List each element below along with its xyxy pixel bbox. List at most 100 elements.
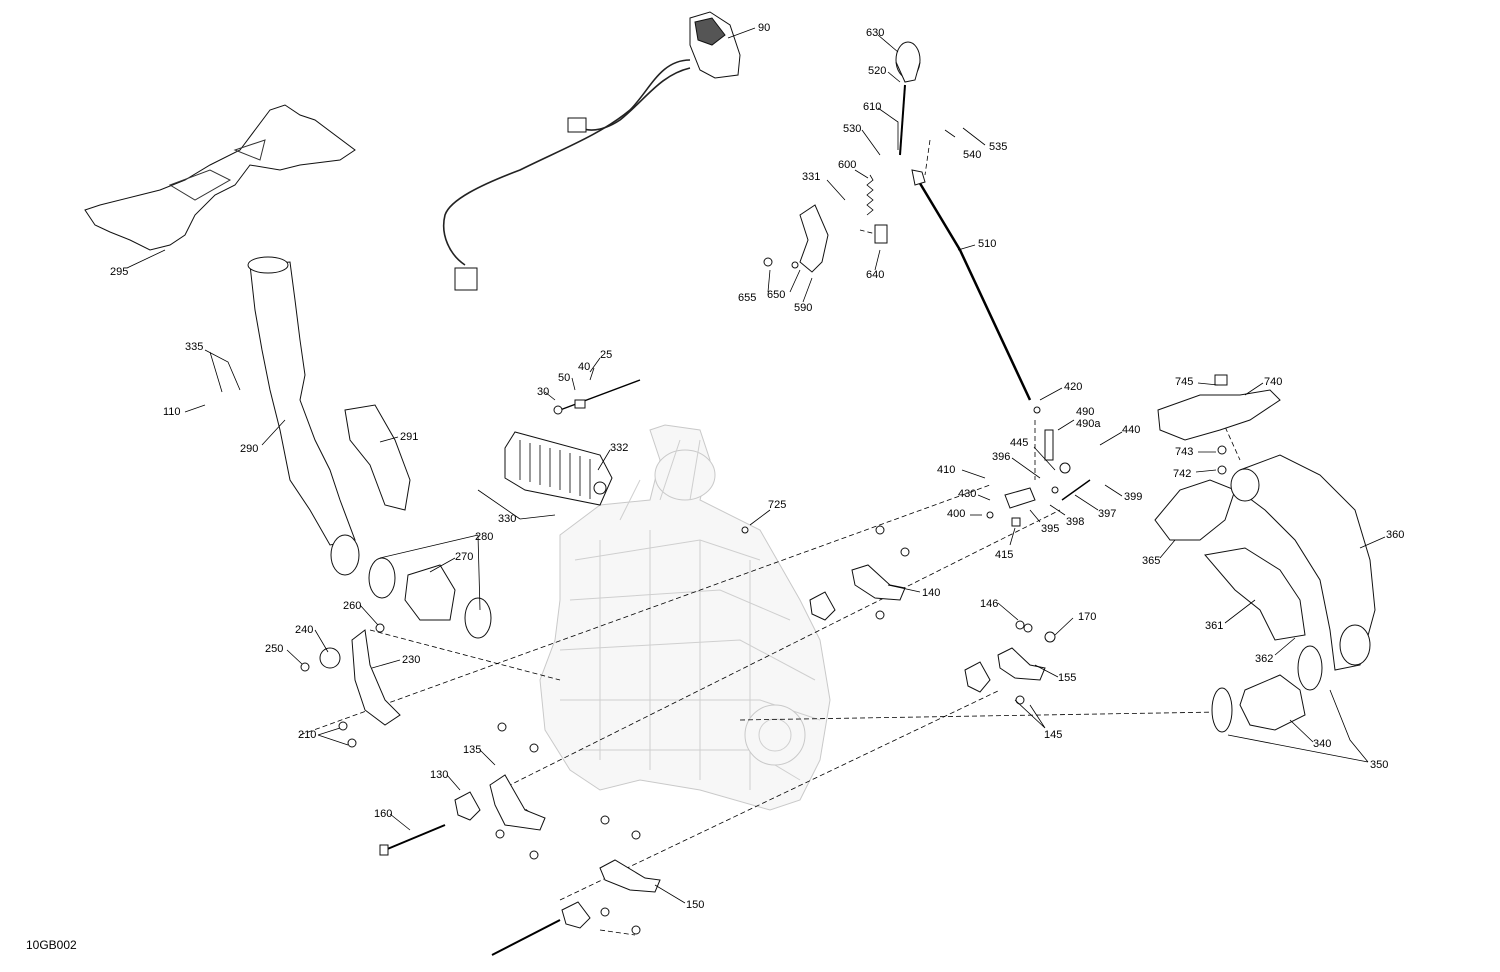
clamp-350b <box>1297 645 1323 691</box>
callout-490: 490 <box>1076 406 1094 418</box>
callout-155: 155 <box>1058 672 1076 684</box>
callout-410: 410 <box>937 464 955 476</box>
intake-duct-360 <box>1239 454 1376 671</box>
callout-365: 365 <box>1142 555 1160 567</box>
callout-110: 110 <box>163 406 181 418</box>
callout-130: 130 <box>430 769 448 781</box>
callout-145: 145 <box>1044 729 1062 741</box>
callout-610: 610 <box>863 101 881 113</box>
callout-630: 630 <box>866 27 884 39</box>
shift-bracket <box>799 204 829 273</box>
callout-340: 340 <box>1313 738 1331 750</box>
callout-150: 150 <box>686 899 704 911</box>
callout-250: 250 <box>265 643 283 655</box>
engine-mount-bracket-155 <box>997 647 1046 681</box>
callout-50: 50 <box>558 372 570 384</box>
clamp-350a <box>1211 687 1233 733</box>
callout-90: 90 <box>758 22 770 34</box>
callout-170: 170 <box>1078 611 1096 623</box>
callout-361: 361 <box>1205 620 1223 632</box>
wiring-harness <box>443 59 691 266</box>
callout-745: 745 <box>1175 376 1193 388</box>
callout-400: 400 <box>947 508 965 520</box>
callout-135: 135 <box>463 744 481 756</box>
mount-bolt-160 <box>384 824 446 851</box>
callout-725: 725 <box>768 499 786 511</box>
callout-350: 350 <box>1370 759 1388 771</box>
callout-655: 655 <box>738 292 756 304</box>
callout-395: 395 <box>1041 523 1059 535</box>
intake-duct-361 <box>1204 547 1306 641</box>
callout-398: 398 <box>1066 516 1084 528</box>
callout-270: 270 <box>455 551 473 563</box>
engine-mount-bracket-140 <box>851 564 906 601</box>
callout-290: 290 <box>240 443 258 455</box>
callout-295: 295 <box>110 266 128 278</box>
harness-plug <box>454 267 478 291</box>
callout-520: 520 <box>868 65 886 77</box>
leader-lines <box>126 27 1386 904</box>
shift-rod <box>916 179 1032 401</box>
intake-bracket-740 <box>1157 389 1281 441</box>
callout-743: 743 <box>1175 446 1193 458</box>
callout-40: 40 <box>578 361 590 373</box>
coupler-340 <box>1239 674 1306 731</box>
callout-360: 360 <box>1386 529 1404 541</box>
resonator-box <box>504 431 613 506</box>
rubber-mount-155 <box>964 661 991 693</box>
rubber-mount-150 <box>561 901 591 929</box>
callout-415: 415 <box>995 549 1013 561</box>
shift-linkage <box>1004 487 1036 509</box>
callout-240: 240 <box>295 624 313 636</box>
coupler-270 <box>404 564 456 621</box>
callout-230: 230 <box>402 654 420 666</box>
callout-280: 280 <box>475 531 493 543</box>
document-id: 10GB002 <box>26 938 77 952</box>
callout-335: 335 <box>185 341 203 353</box>
callout-332: 332 <box>610 442 628 454</box>
callout-396: 396 <box>992 451 1010 463</box>
engine-mount-bracket-150 <box>599 859 661 893</box>
heat-shield-plate <box>84 104 356 251</box>
callout-397: 397 <box>1098 508 1116 520</box>
intake-adapter-365 <box>1154 479 1236 541</box>
callout-362: 362 <box>1255 653 1273 665</box>
callout-291: 291 <box>400 431 418 443</box>
callout-210: 210 <box>298 729 316 741</box>
callout-25: 25 <box>600 349 612 361</box>
callout-146: 146 <box>980 598 998 610</box>
callout-600: 600 <box>838 159 856 171</box>
callout-740: 740 <box>1264 376 1282 388</box>
callout-445: 445 <box>1010 437 1028 449</box>
callout-650: 650 <box>767 289 785 301</box>
callout-590: 590 <box>794 302 812 314</box>
callout-260: 260 <box>343 600 361 612</box>
support-bracket-230 <box>351 629 401 726</box>
callout-399: 399 <box>1124 491 1142 503</box>
callout-330: 330 <box>498 513 516 525</box>
callout-640: 640 <box>866 269 884 281</box>
clamp-280b <box>464 597 492 639</box>
callout-30: 30 <box>537 386 549 398</box>
callout-535: 535 <box>989 141 1007 153</box>
rubber-mount-130 <box>454 791 481 821</box>
spring <box>866 174 874 216</box>
callout-510: 510 <box>978 238 996 250</box>
callout-140: 140 <box>922 587 940 599</box>
clamp-280a <box>368 557 396 599</box>
callout-430: 430 <box>958 488 976 500</box>
air-intake-duct <box>249 261 356 546</box>
callout-420: 420 <box>1064 381 1082 393</box>
callout-530: 530 <box>843 123 861 135</box>
rubber-mount-140 <box>809 591 836 621</box>
callout-440: 440 <box>1122 424 1140 436</box>
harness-connector <box>567 117 587 133</box>
callout-742: 742 <box>1173 468 1191 480</box>
engine-mount-bracket-135 <box>489 774 546 831</box>
callout-labels: 90 630 520 610 530 540 535 331 600 640 6… <box>26 22 1404 952</box>
duct-boot <box>344 404 411 511</box>
engine-ghost <box>539 424 831 811</box>
callout-331: 331 <box>802 171 820 183</box>
callout-160: 160 <box>374 808 392 820</box>
